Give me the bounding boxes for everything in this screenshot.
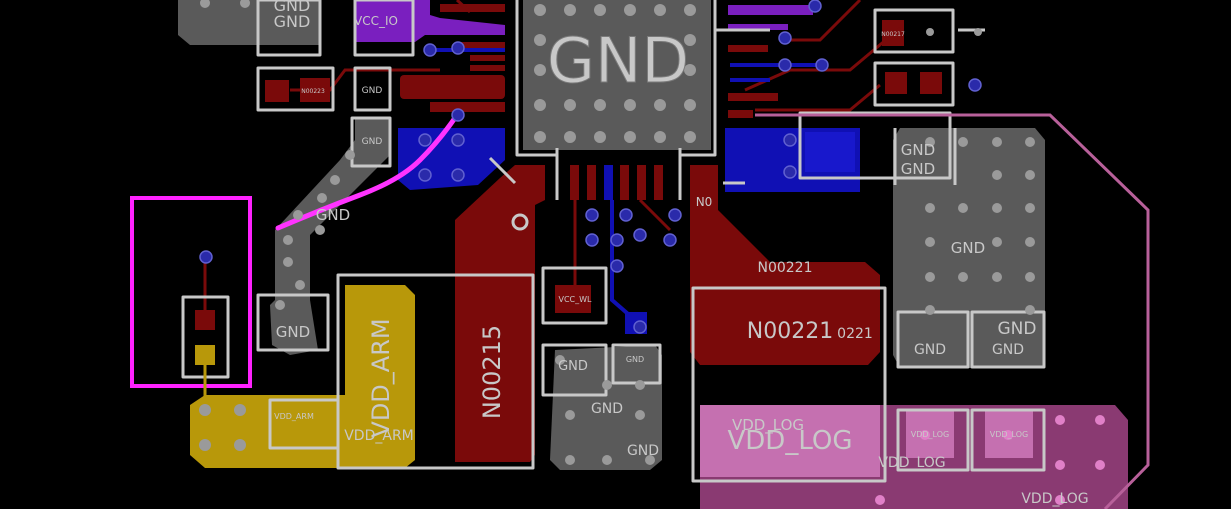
- gnd-label-top-1: GND: [274, 0, 311, 15]
- n00221-label-small: N00221: [757, 260, 812, 276]
- chip-pad-right-2: [728, 110, 753, 118]
- vdd-arm-label-tiny: VDD_ARM: [274, 412, 314, 421]
- gnd-label-br-1: GND: [914, 342, 946, 358]
- via-grid-pink: [875, 415, 1105, 505]
- highlight-pad-bottom: [195, 345, 215, 365]
- highlight-pad-top: [195, 310, 215, 330]
- n00223-label: N00223: [301, 88, 325, 95]
- chip-pad-right-1: [728, 93, 778, 101]
- n00221-fragment: 0221: [837, 326, 873, 342]
- n00221-label-big: N00221: [747, 319, 833, 344]
- silkscreen-outlines: [181, 0, 1046, 483]
- pad-small-1: [885, 72, 907, 94]
- vdd-arm-label-big: VDD_ARM: [367, 318, 395, 437]
- chip-pad-left-4: [455, 42, 505, 49]
- vdd-arm-pour: [190, 285, 415, 468]
- gnd-label-small-2: GND: [362, 137, 383, 147]
- vdd-arm-label-small: VDD_ARM: [344, 428, 414, 444]
- vcc-wl-pad: [555, 285, 591, 313]
- vdd-log-label-small-1: VDD_LOG: [732, 416, 804, 435]
- chip-pad-right-3: [728, 45, 768, 52]
- vcc-wl-label: VCC_WL: [558, 295, 592, 304]
- gnd-label-right-1: GND: [901, 141, 935, 159]
- bottom-pour-left: [398, 128, 505, 190]
- n00217-label: N00217: [881, 31, 905, 38]
- vcc-io-trace-right: [728, 5, 813, 15]
- gnd-label-diag: GND: [316, 206, 350, 224]
- vdd-log-label-small-3: VDD_LOG: [1021, 491, 1088, 507]
- vdd-log-pad-large: [700, 405, 880, 477]
- n00215-pour: [455, 165, 545, 462]
- gnd-label-small-1: GND: [362, 86, 383, 96]
- via-grid-small-grey: [200, 0, 982, 36]
- gnd-label-right-2: GND: [901, 160, 935, 178]
- n00221-pour: [690, 165, 880, 365]
- vcc-io-trace-right-2: [728, 24, 788, 30]
- selection-highlight-box[interactable]: [130, 196, 252, 388]
- gnd-label-center-2: GND: [626, 355, 644, 364]
- vcc-io-label: VCC_IO: [354, 14, 398, 28]
- chip-pad-left-1: [400, 75, 505, 99]
- bottom-pad-right: [805, 132, 855, 172]
- via-grid-right: [925, 137, 1035, 315]
- gnd-label-center-4: GND: [627, 443, 659, 459]
- gnd-label-top-2: GND: [274, 12, 311, 31]
- gnd-label-right-3: GND: [951, 239, 985, 257]
- gnd-pour-top-left: [178, 0, 320, 45]
- via-grid-blue: [199, 0, 982, 334]
- vdd-log-label-tiny-2: VDD_LOG: [990, 430, 1028, 439]
- chip-gnd-pad: [523, 0, 711, 150]
- chip-pins-bottom: [520, 165, 714, 200]
- gnd-label-left: GND: [276, 323, 310, 341]
- vdd-log-pad-1: [906, 410, 954, 458]
- board-outline: [755, 113, 1150, 509]
- pin1-marker: [511, 213, 529, 231]
- gnd-pour-center-bottom: [550, 345, 662, 470]
- pad-small-2: [920, 72, 942, 94]
- chip-pad-left-3: [440, 4, 505, 12]
- highlight-net-trace: [275, 112, 460, 231]
- chip-gnd-label: GND: [547, 24, 689, 97]
- via-grid-diag: [275, 150, 355, 310]
- chip-pin-blue: [604, 165, 613, 200]
- chip-pad-left-6: [470, 65, 505, 71]
- n00223-pad-left: [265, 80, 289, 102]
- gnd-label-center-1: GND: [558, 359, 588, 374]
- gnd-label-br-3: GND: [998, 319, 1037, 339]
- via-grid-yellow: [199, 404, 246, 451]
- via-grid-center: [555, 355, 655, 465]
- vdd-log-label-tiny-1: VDD_LOG: [911, 430, 949, 439]
- n0-fragment: N0: [696, 195, 713, 209]
- chip-pad-left-2: [430, 102, 505, 112]
- n00215-label: N00215: [478, 325, 506, 419]
- chip-pad-left-5: [470, 55, 505, 61]
- via-grid-chip: [534, 4, 696, 143]
- vcc-io-pour: [355, 0, 505, 42]
- gnd-label-br-2: GND: [992, 342, 1024, 358]
- vdd-log-label-small-2: VDD_LOG: [878, 455, 945, 471]
- gnd-label-center-3: GND: [591, 401, 623, 417]
- vdd-log-label-big: VDD_LOG: [728, 426, 853, 456]
